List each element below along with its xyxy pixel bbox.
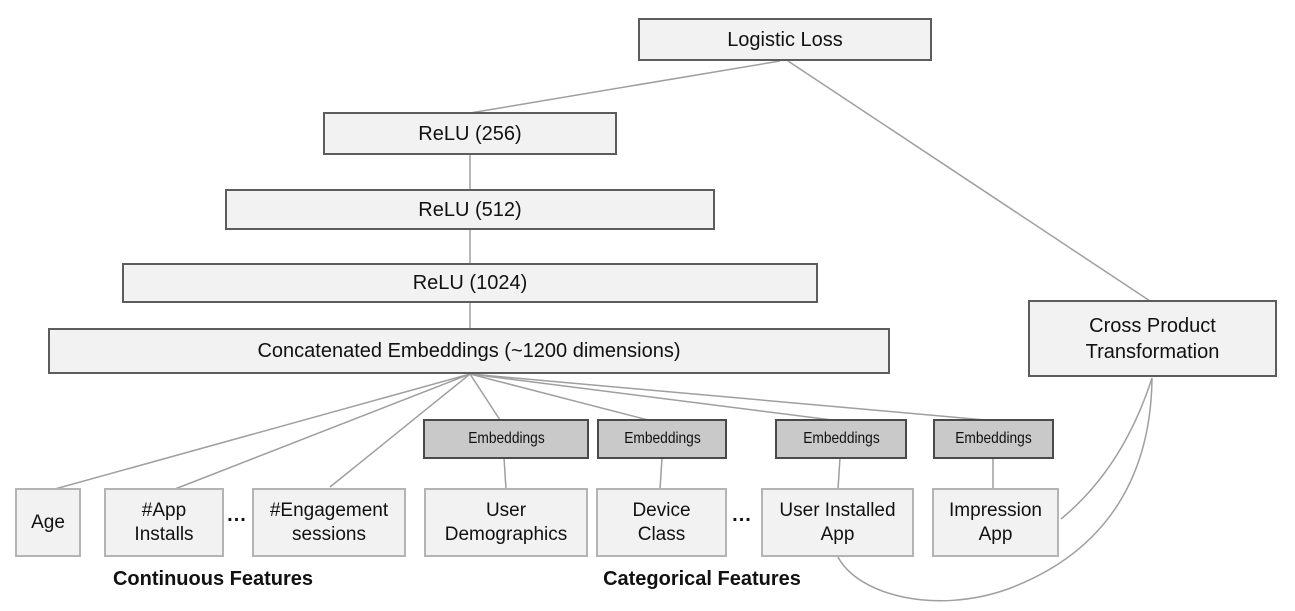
edge-concat-embeddings3 — [469, 373, 833, 421]
label-continuous-features: Continuous Features — [112, 568, 313, 590]
node-device-class: Device Class — [596, 488, 727, 557]
node-app-installs: #App Installs — [104, 488, 224, 557]
edge-logloss-relu256 — [469, 60, 781, 114]
node-cross-product-transformation: Cross Product Transformation — [1028, 300, 1277, 377]
embeddings-2-label: Embeddings — [623, 430, 701, 447]
node-embeddings-3: Embeddings — [775, 419, 907, 459]
edge-embeddings2-deviceclass — [659, 457, 663, 490]
edge-embeddings3-userinstalledapp — [837, 457, 841, 490]
node-impression-app: Impression App — [932, 488, 1059, 557]
node-user-installed-app: User Installed App — [761, 488, 914, 557]
label-categorical-features: Categorical Features — [603, 568, 801, 590]
edge-concat-engagement — [329, 373, 471, 488]
edge-concat-age — [54, 373, 471, 490]
node-age: Age — [15, 488, 81, 557]
embeddings-4-label: Embeddings — [955, 430, 1032, 447]
node-concatenated-embeddings: Concatenated Embeddings (~1200 dimension… — [48, 328, 890, 374]
edge-concat-embeddings2 — [469, 373, 649, 421]
node-embeddings-2: Embeddings — [597, 419, 727, 459]
node-relu-1024: ReLU (1024) — [122, 263, 818, 303]
node-relu-256: ReLU (256) — [323, 112, 617, 155]
node-embeddings-1: Embeddings — [423, 419, 589, 459]
node-user-demographics: User Demographics — [424, 488, 588, 557]
node-embeddings-4: Embeddings — [933, 419, 1054, 459]
edge-crossproduct-impressionapp — [1060, 377, 1153, 520]
edge-embeddings1-userdemographics — [503, 457, 507, 490]
ellipsis-categorical: ... — [732, 504, 752, 526]
node-relu-512: ReLU (512) — [225, 189, 715, 230]
edge-concat-embeddings1 — [469, 373, 501, 421]
node-engagement-sessions: #Engagement sessions — [252, 488, 406, 557]
embeddings-1-label: Embeddings — [467, 430, 545, 447]
edge-logloss-crossproduct — [787, 60, 1151, 302]
edge-concat-embeddings4 — [469, 373, 986, 421]
ellipsis-continuous: ... — [227, 504, 247, 526]
edge-concat-appinstalls — [174, 373, 471, 490]
edge-crossproduct-userinstalledapp — [837, 377, 1153, 602]
node-logistic-loss: Logistic Loss — [638, 18, 932, 61]
embeddings-3-label: Embeddings — [802, 430, 880, 447]
